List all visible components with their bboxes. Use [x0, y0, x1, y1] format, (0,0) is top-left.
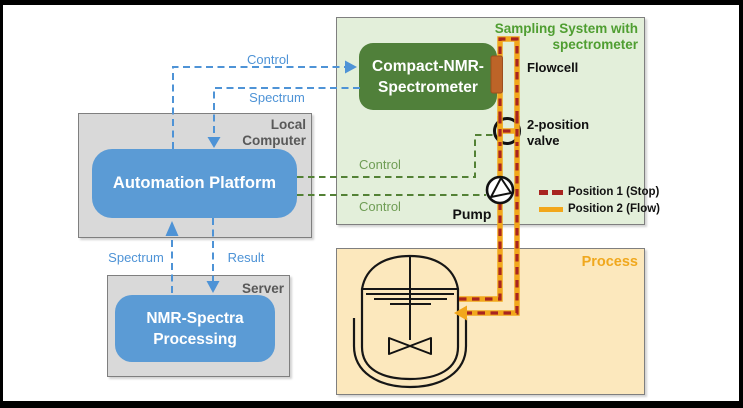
label-control-top: Control — [247, 52, 289, 67]
pump-impeller-icon — [490, 177, 512, 198]
label-control-pump: Control — [359, 199, 401, 214]
spectrometer-label-line1: Compact-NMR- — [372, 57, 484, 75]
automation-platform-label: Automation Platform — [112, 174, 277, 192]
spectrometer-label-line2: Spectrometer — [378, 78, 478, 96]
label-pump: Pump — [452, 206, 492, 222]
control-arrowhead-right-icon — [345, 60, 357, 74]
tube-arrowhead-left-icon — [454, 305, 467, 321]
label-control-valve: Control — [359, 157, 401, 172]
process-region-title: Process — [581, 254, 638, 270]
process-region — [336, 248, 645, 395]
nmr-processing-label-line1: NMR-Spectra — [146, 309, 244, 327]
sampling-title-line1: Sampling System with — [494, 21, 638, 36]
label-result: Result — [227, 250, 265, 265]
vessel-body — [360, 254, 460, 381]
label-valve-line1: 2-position — [527, 117, 590, 132]
local-computer-title-line1: Local — [270, 117, 306, 132]
label-flowcell: Flowcell — [527, 60, 579, 75]
spectrum-arrowhead-down-icon — [207, 137, 221, 148]
legend-swatch-position2-icon — [539, 207, 563, 212]
sampling-title-line2: spectrometer — [552, 36, 638, 52]
local-computer-title: Local Computer — [196, 117, 306, 149]
legend-position2-label: Position 2 (Flow) — [568, 203, 660, 215]
label-spectrum-bottom: Spectrum — [108, 250, 164, 265]
legend-swatch-position1-icon — [539, 190, 563, 195]
node-compact-nmr-spectrometer: Compact-NMR- Spectrometer — [359, 43, 497, 110]
label-spectrum-top: Spectrum — [249, 90, 305, 105]
spectrum-arrowhead-up-icon — [165, 221, 179, 236]
vessel-jacket — [352, 318, 468, 389]
node-automation-platform: Automation Platform — [92, 149, 297, 218]
node-nmr-spectra-processing: NMR-Spectra Processing — [115, 295, 275, 362]
stirrer-propeller-icon — [388, 337, 432, 355]
sampling-region-title: Sampling System with spectrometer — [420, 21, 638, 52]
nmr-processing-label-line2: Processing — [153, 330, 237, 348]
flowcell-icon — [490, 55, 503, 94]
label-valve-line2: valve — [527, 133, 560, 148]
result-arrowhead-down-icon — [206, 281, 220, 293]
local-computer-title-line2: Computer — [242, 133, 306, 148]
tube-stop-path — [459, 37, 519, 315]
control-line-to-valve — [297, 134, 493, 178]
spectrum-line-from-spectrometer — [213, 87, 360, 137]
server-title: Server — [241, 281, 284, 296]
control-line-to-spectrometer — [172, 66, 345, 149]
legend-position1-label: Position 1 (Stop) — [568, 186, 660, 198]
